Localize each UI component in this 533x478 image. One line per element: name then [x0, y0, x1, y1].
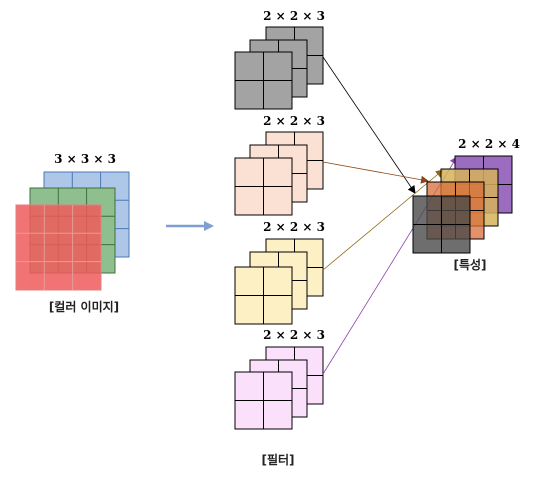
filter-2: 2 × 2 × 3 — [234, 114, 325, 216]
output-feature-map: 2 × 2 × 4 [특성] — [412, 137, 520, 272]
arrow-filter-2 — [322, 161, 429, 184]
input-dims-label: 3 × 3 × 3 — [54, 152, 116, 166]
filter-1-dims-label: 2 × 2 × 3 — [263, 9, 325, 23]
filter-caption: [필터] — [261, 452, 294, 467]
filter-3: 2 × 2 × 3 — [234, 220, 325, 325]
input-caption: [컬러 이미지] — [49, 299, 119, 314]
filter-1: 2 × 2 × 3 — [234, 9, 325, 110]
output-caption: [특성] — [453, 257, 486, 272]
filter-4: 2 × 2 × 3 — [234, 328, 325, 430]
input-image: 3 × 3 × 3 [컬러 이미지] — [15, 152, 130, 314]
output-dims-label: 2 × 2 × 4 — [458, 137, 520, 151]
filter-2-dims-label: 2 × 2 × 3 — [263, 114, 325, 128]
output-layer-1 — [412, 195, 471, 254]
filter-3-dims-label: 2 × 2 × 3 — [263, 220, 325, 234]
input-channel-red — [15, 204, 102, 291]
arrow-filter-1 — [322, 56, 416, 194]
arrow-filter-3 — [322, 169, 444, 271]
filter-4-dims-label: 2 × 2 × 3 — [263, 328, 325, 342]
